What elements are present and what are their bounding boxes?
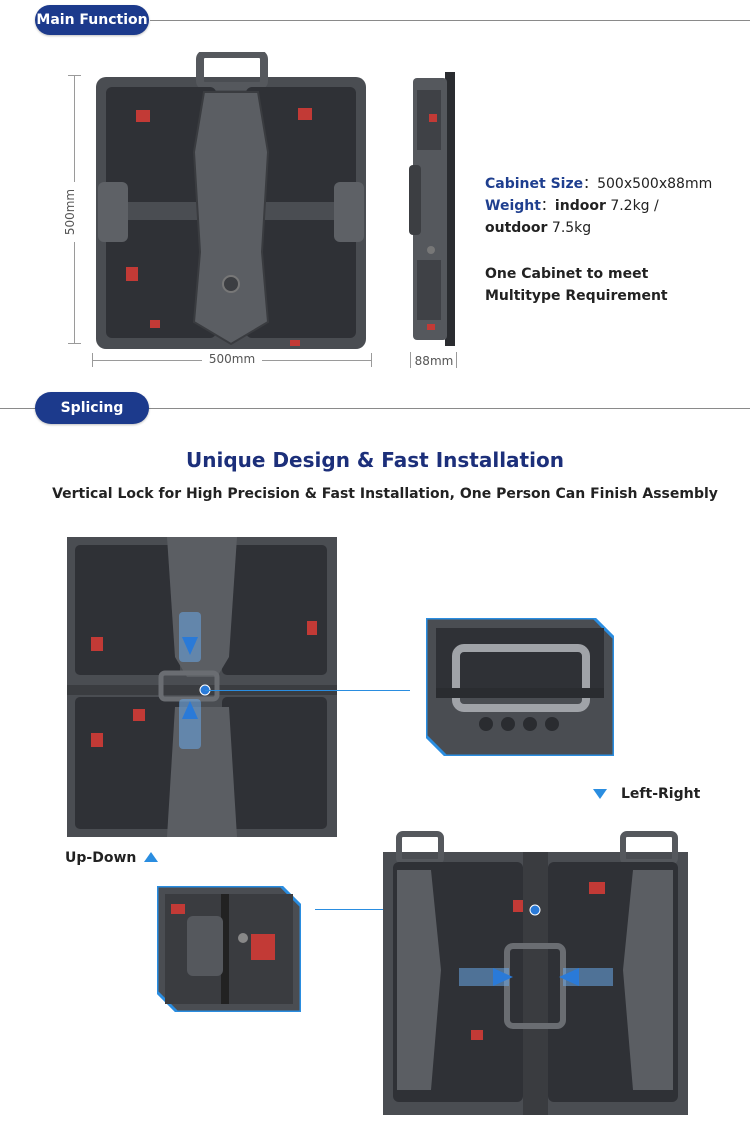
splicing-divider [0, 408, 750, 409]
section-main-function-badge: Main Function [35, 5, 149, 35]
cabinet-back-photo [92, 52, 370, 352]
feature-line-1: One Cabinet to meet [485, 266, 649, 282]
height-dimension-label: 500mm [63, 182, 77, 242]
up-down-zoom-photo [426, 618, 614, 756]
cabinet-size-label: Cabinet Size [485, 176, 584, 192]
height-dimension-cap-top [68, 75, 81, 76]
outdoor-value: 7.5kg [551, 220, 592, 236]
indoor-label: indoor [554, 198, 606, 214]
left-right-zoom-photo [157, 886, 301, 1012]
up-down-connector-line [205, 690, 410, 691]
width-dimension-line-left [92, 360, 202, 361]
depth-dimension-label: 88mm [414, 354, 454, 368]
left-right-splicing-photo [383, 830, 688, 1115]
depth-dimension-cap-left [410, 352, 411, 368]
section-splicing-badge: Splicing [35, 392, 149, 424]
cabinet-side-illustration [409, 72, 455, 346]
down-arrow-icon [593, 789, 607, 799]
width-dimension-cap-left [92, 353, 93, 367]
up-down-illustration [67, 537, 337, 837]
cabinet-side-photo [405, 70, 459, 348]
cabinet-size-spec: Cabinet Size：500x500x88mm [485, 173, 745, 195]
splicing-subtitle: Vertical Lock for High Precision & Fast … [52, 486, 718, 502]
indoor-value: 7.2kg / [610, 198, 659, 214]
depth-dimension-cap-right [456, 352, 457, 368]
width-dimension-cap-right [371, 353, 372, 367]
weight-label: Weight [485, 198, 541, 214]
outdoor-spec: outdoor 7.5kg [485, 217, 745, 239]
weight-separator: ： [540, 198, 555, 214]
up-down-label: Up-Down [65, 850, 137, 866]
left-right-zoom-illustration [157, 886, 301, 1012]
section-splicing-label: Splicing [60, 400, 124, 416]
feature-line-2: Multitype Requirement [485, 288, 668, 304]
weight-spec: Weight：indoor 7.2kg / [485, 195, 745, 217]
cabinet-size-value: 500x500x88mm [597, 176, 713, 192]
outdoor-label: outdoor [485, 220, 548, 236]
width-dimension-label: 500mm [208, 352, 256, 366]
left-right-illustration [383, 831, 688, 1115]
left-right-label: Left-Right [621, 786, 701, 802]
splicing-title: Unique Design & Fast Installation [186, 448, 564, 472]
up-arrow-icon [144, 852, 158, 862]
width-dimension-line-right [262, 360, 372, 361]
up-down-zoom-illustration [426, 618, 614, 756]
up-down-splicing-photo [67, 537, 337, 837]
cabinet-size-separator: ： [583, 176, 598, 192]
height-dimension-cap-bottom [68, 343, 81, 344]
section-main-function-label: Main Function [36, 12, 148, 28]
cabinet-back-illustration [96, 52, 366, 349]
section-divider [150, 20, 750, 21]
